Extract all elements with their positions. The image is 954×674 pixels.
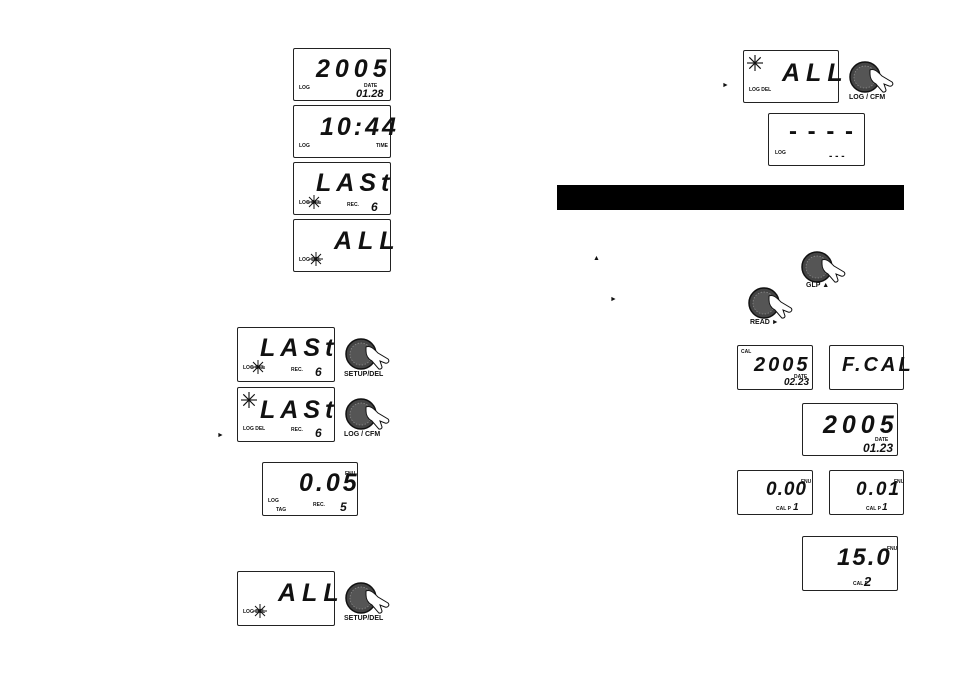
lcd-last-log-del-display: LASt LOG DEL REC. 6 [237,387,335,442]
lcd-label: LOG DEL [299,257,322,263]
lcd-sub: 6 [371,200,378,214]
lcd-all-log-del-display: ALL LOG DEL [743,50,843,103]
lcd-main: LASt [316,169,395,197]
log-cfm-label: LOG / CFM [849,94,886,101]
lcd-tag: REC. [347,202,359,208]
lcd-main: LASt [260,334,339,362]
lcd-main: 0.00 [766,479,807,500]
lcd-main: 15.0 [837,544,892,571]
right-arrow-icon: ► [217,432,224,439]
lcd-sub: 02.23 [784,377,810,388]
lcd-tag: REC. [291,367,303,373]
up-arrow-icon: ▲ [593,255,600,262]
blink-icon [307,195,321,209]
lcd-label: LOG DEL [243,426,266,432]
lcd-main: ALL [334,227,401,255]
lcd-cal-point-display: 15.0 FNU CAL P 2 [802,536,898,591]
lcd-unit: FNU [894,479,905,485]
lcd-label: LOG DEL [243,365,266,371]
blink-icon [747,55,763,71]
lcd-sub: 2 [864,574,872,589]
lcd-tag: REC. [313,502,325,508]
lcd-unit: FNU [345,471,356,477]
lcd-tag: DATE [875,437,889,443]
lcd-label: LOG [299,85,310,91]
lcd-reading-display: 0.05 FNU LOG TAG REC. 5 [262,462,358,516]
lcd-tag: DATE [794,374,808,380]
lcd-all-display: ALL LOG DEL [293,219,395,272]
lcd-main: 2005 [316,55,392,83]
lcd-dashes-display: - - - - LOG - - - [768,113,865,166]
lcd-time-display: 10:44 LOG TIME [293,105,396,158]
blink-icon [309,252,323,266]
lcd-cal-point-display: 0.01 FNU CAL P 1 [829,470,904,515]
lcd-sub: 5 [340,500,347,514]
blink-icon [241,392,257,408]
setup-del-knob-icon[interactable] [344,337,394,371]
lcd-label: LOG DEL [243,609,266,615]
lcd-main: 10:44 [320,113,399,141]
lcd-label2: TAG [276,507,287,513]
lcd-cal-date-display: CAL 2005 DATE 02.23 [737,345,813,390]
read-knob-icon[interactable] [747,286,797,320]
blink-icon [251,360,265,374]
lcd-main: 2005 [754,354,811,376]
lcd-date-display: 2005 LOG DATE 01.28 [293,48,391,101]
lcd-sub: 01.23 [863,441,894,455]
lcd-sub: 6 [315,365,322,379]
lcd-tag: TIME [376,143,388,149]
lcd-sub: 6 [315,426,322,440]
glp-knob-icon[interactable] [800,250,850,284]
blink-icon [253,604,267,618]
log-cfm-knob-icon[interactable] [344,397,394,431]
lcd-unit: FNU [887,546,898,552]
lcd-date-display: 2005 DATE 01.23 [802,403,898,456]
lcd-sub: - - - [829,151,845,162]
right-arrow-icon: ► [610,296,617,303]
lcd-label: LOG [775,150,786,156]
setup-del-label: SETUP/DEL [344,615,384,622]
log-cfm-knob-icon[interactable] [848,60,898,94]
lcd-main: 0.05 [299,469,360,497]
lcd-main: F.CAL [842,354,914,376]
lcd-unit: FNU [801,479,812,485]
lcd-sub: 1 [882,502,888,513]
lcd-tag: DATE [364,83,378,89]
lcd-last-display: LASt LOG DEL REC. 6 [237,327,335,382]
section-header-bar [557,185,904,210]
glp-label: GLP ▲ [806,282,830,289]
setup-del-label: SETUP/DEL [344,371,384,378]
lcd-label: CAL P [853,581,868,587]
lcd-label: LOG [299,143,310,149]
lcd-main: - - - - [789,118,855,145]
lcd-last-display: LASt LOG DEL REC. 6 [293,162,391,215]
lcd-label: CAL [741,349,752,355]
read-label: READ ► [750,319,779,326]
lcd-main: ALL [278,579,345,607]
lcd-label: LOG DEL [749,87,772,93]
lcd-all-display: ALL LOG DEL [237,571,339,626]
lcd-main: 0.01 [856,479,901,500]
lcd-sub: 1 [793,502,799,513]
lcd-main: ALL [782,59,849,87]
lcd-label: CAL P [866,506,881,512]
lcd-fcal-display: F.CAL [829,345,911,390]
setup-del-knob-icon[interactable] [344,581,394,615]
lcd-label: LOG [268,498,279,504]
lcd-sub: 01.28 [356,88,384,100]
lcd-main: LASt [260,396,339,424]
lcd-label: LOG DEL [299,200,322,206]
right-arrow-icon: ► [722,82,729,89]
lcd-label: CAL P [776,506,791,512]
lcd-cal-point-display: 0.00 FNU CAL P 1 [737,470,813,515]
lcd-main: 2005 [823,411,899,439]
log-cfm-label: LOG / CFM [344,431,381,438]
lcd-tag: REC. [291,427,303,433]
